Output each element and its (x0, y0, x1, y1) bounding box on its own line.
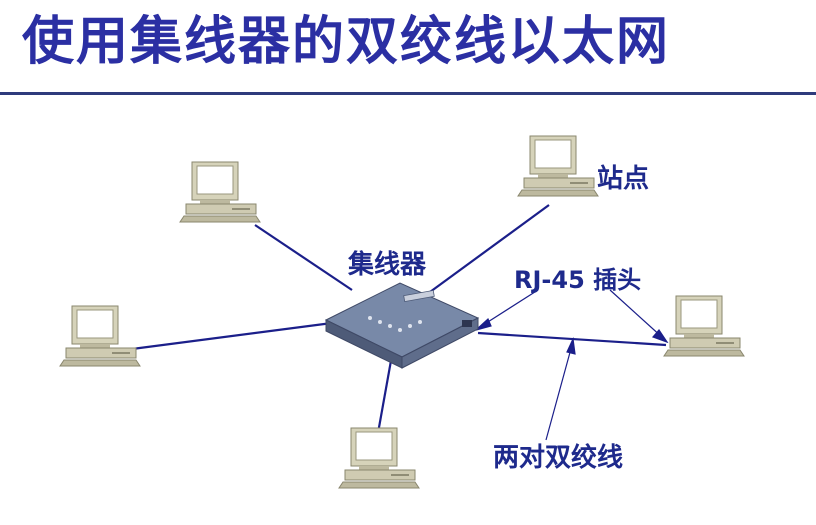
station-top-right (517, 135, 599, 197)
twisted-pair-cable-label: 两对双绞线 (493, 443, 624, 473)
cable-left (131, 321, 333, 351)
hub-device (324, 282, 480, 369)
cable-top-left (254, 224, 353, 291)
hub-label: 集线器 (348, 250, 427, 280)
title-divider (0, 92, 816, 95)
cable-right (477, 331, 667, 347)
slide-title: 使用集线器的双绞线以太网 (22, 12, 671, 72)
station-label: 站点 (597, 164, 650, 194)
cable-top-right (429, 204, 550, 293)
rj45-connector-label: RJ-45 插头 (514, 266, 642, 294)
station-right (663, 295, 745, 357)
station-top-left (179, 161, 261, 223)
station-bottom (338, 427, 420, 489)
station-left (59, 305, 141, 367)
cable-bottom (376, 354, 394, 434)
